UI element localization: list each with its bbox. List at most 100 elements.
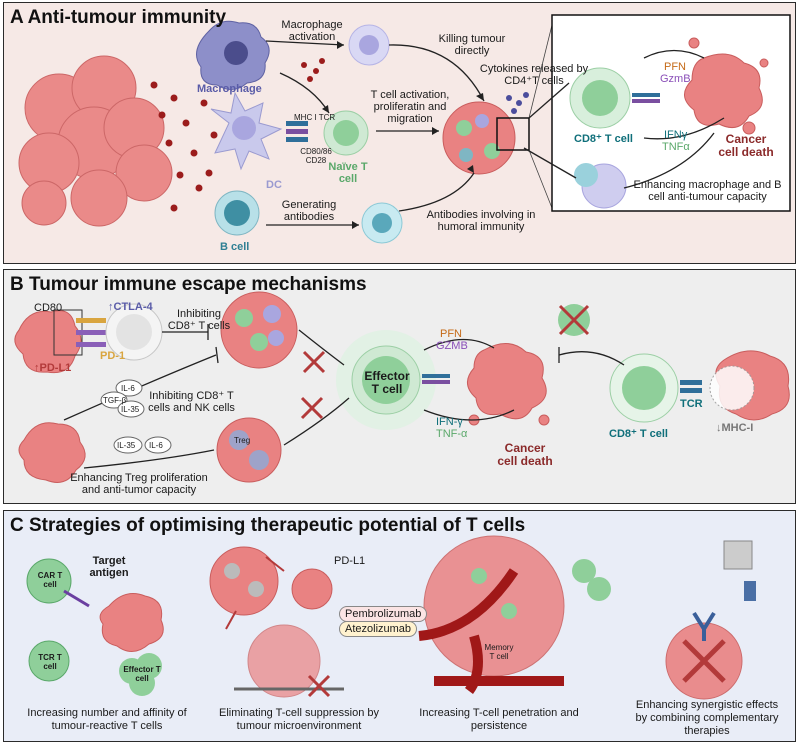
block-crosses	[300, 350, 326, 420]
label-pfn: PFN	[664, 61, 686, 73]
label-pembrolizumab: Pembrolizumab	[339, 606, 428, 622]
label-dc: DC	[266, 179, 282, 191]
label-car-t: CAR T cell	[37, 571, 63, 589]
target-tumour-cell	[99, 593, 164, 652]
label-macrophage-activation: Macrophage activation	[281, 19, 343, 43]
label-enhancing-mac: Enhancing macrophage and B cell anti-tum…	[633, 179, 782, 203]
cytokine-particles	[506, 92, 529, 114]
label-pdl1-c: PD-L1	[334, 555, 366, 567]
treg-cluster	[216, 417, 282, 483]
inset-macrophage-b	[574, 163, 627, 209]
panel-c-title: C Strategies of optimising therapeutic p…	[10, 515, 526, 536]
dead-cd8-cell	[558, 304, 590, 336]
activated-macrophage	[348, 24, 390, 66]
panel-a-art	[18, 14, 791, 244]
label-gzmb-b: GZMB	[436, 340, 468, 352]
label-mhc-low: ↓MHC-I	[716, 422, 754, 434]
label-il35b: IL-35	[117, 441, 136, 450]
label-pd1: PD-1	[100, 350, 126, 362]
caption-1: Increasing number and affinity of tumour…	[27, 707, 187, 732]
label-effector: Effector T cell	[364, 369, 410, 396]
antibody-cell	[361, 202, 403, 244]
label-inhibit-cd8: Inhibiting CD8⁺ T cells	[167, 308, 231, 332]
label-il6b: IL-6	[149, 441, 163, 450]
label-il6: IL-6	[121, 384, 135, 393]
caption-4: Enhancing synergistic effects by combini…	[635, 699, 779, 737]
panel-b-art	[14, 291, 790, 483]
tumour-cell-mhc-low	[709, 350, 790, 421]
label-tnfa: TNFα	[662, 141, 690, 153]
label-pfn-b: PFN	[440, 328, 462, 340]
label-tcr-t: TCR T cell	[38, 653, 62, 671]
label-macrophage: Macrophage	[197, 83, 262, 95]
label-target-antigen: Target antigen	[89, 555, 129, 579]
label-antibodies-humoral: Antibodies involving in humoral immunity	[426, 209, 536, 233]
label-memory-t: Memory T cell	[484, 643, 514, 661]
label-enhancing-treg: Enhancing Treg proliferation and anti-tu…	[70, 472, 208, 496]
cd8-t-cell-b	[609, 353, 702, 423]
label-treg: Treg	[234, 436, 251, 445]
t-cell-grey	[105, 303, 163, 361]
cytokine-badges	[100, 379, 172, 454]
infiltrated-tumour	[442, 24, 553, 209]
label-ctla4: ↑CTLA-4	[108, 301, 153, 313]
label-effector-t: Effector T cell	[123, 665, 161, 683]
label-naive-t: Naïve T cell	[328, 161, 368, 185]
label-pdl1: ↑PD-L1	[34, 362, 72, 374]
label-cancer-death-b: Cancer cell death	[497, 441, 553, 468]
label-inset-cd8: CD8⁺ T cell	[574, 133, 633, 145]
dendritic-cell	[210, 91, 283, 171]
label-mhc-tcr: MHC I TCR	[294, 113, 336, 122]
label-cd8-b: CD8⁺ T cell	[609, 428, 668, 440]
pdl1-tumour-cell	[291, 568, 333, 610]
label-tcr: TCR	[680, 398, 703, 410]
panel-c: C Strategies of optimising therapeutic p…	[3, 510, 796, 742]
label-cd80: CD80	[34, 302, 63, 314]
naive-t-cell	[323, 110, 369, 156]
combo-therapy-tumour	[665, 540, 756, 700]
label-generating-antibodies: Generating antibodies	[281, 199, 337, 223]
tumour-mass	[18, 55, 173, 227]
caption-3: Increasing T-cell penetration and persis…	[419, 707, 579, 732]
tumour-cluster-b	[220, 291, 298, 369]
effector-t-cell	[336, 330, 450, 430]
b-cell	[214, 190, 260, 236]
tcr-t-cell	[28, 640, 70, 682]
label-inhibit-cd8-nk: Inhibiting CD8⁺ T cells and NK cells	[148, 390, 235, 414]
panel-a-arrowheads	[322, 41, 484, 229]
tme-tumour	[209, 546, 285, 630]
label-atezolizumab: Atezolizumab	[339, 621, 418, 637]
tme-vessel	[234, 624, 344, 698]
panel-b-title: B Tumour immune escape mechanisms	[10, 274, 367, 295]
label-tcell-activation: T cell activation, proliferatin and migr…	[370, 89, 450, 125]
label-ifng: IFNγ	[664, 129, 688, 141]
panel-b: B Tumour immune escape mechanisms CD80 ↑…	[3, 269, 796, 504]
label-il35: IL-35	[121, 405, 140, 414]
inset-cancer-death	[684, 37, 769, 135]
antigen-particles	[150, 58, 325, 212]
label-cytokines: Cytokines released by CD4⁺T cells	[479, 63, 589, 87]
tumour-cell-b2	[18, 422, 86, 483]
caption-2: Eliminating T-cell suppression by tumour…	[219, 707, 379, 732]
label-tnfa-b: TNF-α	[436, 428, 468, 440]
macrophage-cell	[196, 20, 270, 90]
tumour-cell-pdl1	[14, 309, 106, 374]
label-killing-directly: Killing tumour directly	[438, 33, 506, 57]
label-tgfb: TGF-β	[103, 396, 127, 405]
label-cancer-death: Cancer cell death	[718, 132, 774, 159]
label-b-cell: B cell	[220, 241, 250, 253]
label-cd80-cd28: CD80/86 CD28	[300, 147, 332, 165]
panel-a-arrows	[265, 40, 725, 226]
inset-cd8-cell	[569, 67, 660, 129]
panel-c-art	[26, 535, 756, 700]
label-ifng-b: IFN-γ	[436, 416, 463, 428]
cancer-death-b	[467, 343, 550, 426]
vessel-tumour	[418, 535, 611, 694]
panel-b-arrows	[63, 324, 625, 469]
label-gzmb: GzmB	[660, 73, 691, 85]
panel-a: A Anti-tumour immunity Macrophage activa…	[3, 2, 796, 264]
car-t-cell	[26, 558, 90, 608]
mhc-tcr-receptors	[286, 121, 308, 142]
panel-a-title: A Anti-tumour immunity	[10, 7, 227, 28]
effector-t-cluster	[119, 653, 162, 696]
